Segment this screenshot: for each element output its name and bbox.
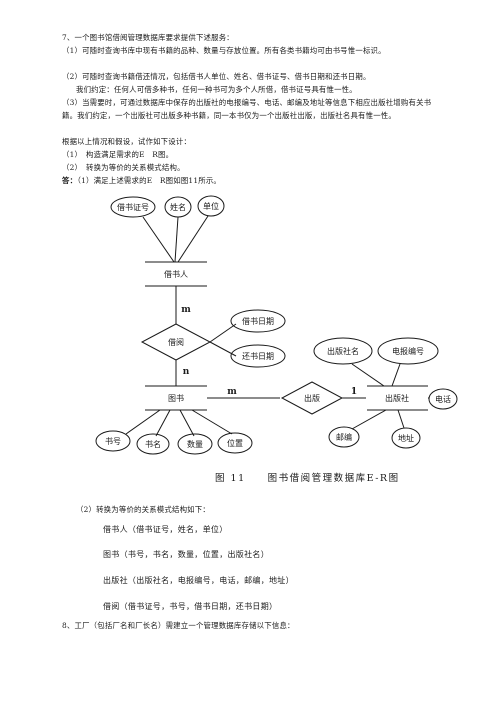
attr-quantity-ellipse [177, 433, 213, 455]
label-unit: 单位 [203, 201, 219, 211]
card-1: 1 [351, 387, 357, 397]
card-m2: m [227, 387, 237, 397]
problem7-item1: （1）可随时查询书库中现有书籍的品种、数量与存放位置。所有各类书籍均可由书号惟一… [62, 46, 386, 55]
label-name: 姓名 [170, 202, 186, 212]
attr-return-date-ellipse [230, 344, 286, 368]
problem7-task2: （2） 转换为等价的关系模式结构。 [62, 163, 185, 172]
problem7-item2b: 我们约定：任何人可借多种书，任何一种书可为多个人所借，借书证号具有惟一性。 [76, 85, 357, 94]
answer-label: 答： [62, 176, 78, 185]
problem7-item2a: （2）可随时查询书籍借还情况，包括借书人单位、姓名、借书证号、借书日期和还书日期… [62, 72, 371, 81]
label-borrow-date: 借书日期 [242, 316, 274, 326]
schema-book: 图书（书号，书名，数量，位置，出版社名） [103, 550, 269, 559]
label-location: 位置 [227, 438, 243, 448]
problem7-assume: 根据以上情况和假设，试作如下设计： [62, 137, 192, 146]
card-n: n [183, 367, 190, 377]
label-address: 地址 [398, 433, 414, 443]
card-m1: m [181, 305, 191, 315]
label-publisher-name: 出版社名 [327, 346, 359, 356]
attr-postcode-ellipse [328, 426, 360, 448]
attr-telegram-ellipse [377, 337, 439, 365]
label-postcode: 邮编 [336, 432, 352, 442]
label-card-number: 借书证号 [117, 202, 149, 212]
attr-phone-ellipse [428, 388, 458, 410]
label-publish: 出版 [304, 393, 320, 403]
label-book-id: 书号 [105, 436, 121, 446]
figure-caption: 图 11 图书借阅管理数据库E-R图 [215, 473, 400, 484]
schema-intro: （2）转换为等价的关系模式结构如下： [76, 505, 210, 514]
label-return-date: 还书日期 [242, 351, 274, 361]
label-telegram: 电报编号 [392, 346, 424, 356]
attr-unit-ellipse [197, 195, 225, 217]
problem7-task1: （1） 构造满足需求的E R图。 [62, 150, 174, 159]
label-borrow: 借阅 [168, 337, 184, 347]
attr-location-ellipse [217, 432, 253, 454]
schema-borrower: 借书人（借书证号，姓名，单位） [103, 525, 228, 534]
attr-publisher-name-ellipse [313, 337, 373, 365]
attr-card-number-ellipse [110, 196, 156, 218]
label-borrower: 借书人 [164, 269, 188, 279]
schema-borrow: 借阅（借书证号，书号，借书日期，还书日期） [103, 602, 278, 611]
label-book: 图书 [168, 393, 184, 403]
schema-publisher: 出版社（出版社名，电报编号，电话，邮编，地址） [103, 576, 294, 585]
publish-diamond [280, 381, 344, 415]
problem7-item3: （3）当需要时，可通过数据库中保存的出版社的电报编号、电话、邮编及地址等信息下相… [62, 98, 432, 120]
label-quantity: 数量 [187, 439, 203, 449]
attr-book-title-ellipse [136, 433, 170, 455]
attr-address-ellipse [391, 427, 421, 449]
attr-book-id-ellipse [95, 430, 131, 452]
problem7-title: 7、一个图书馆借阅管理数据库要求提供下述服务： [62, 33, 234, 42]
label-book-title: 书名 [145, 439, 161, 449]
answer-text: （1）满足上述需求的E R图如图11所示。 [77, 176, 222, 185]
problem8-title: 8、工厂（包括厂名和厂长名）需建立一个管理数据库存储以下信息： [62, 621, 295, 630]
problem7-answer: 答：（1）满足上述需求的E R图如图11所示。 [62, 175, 434, 188]
attr-borrow-date-ellipse [230, 309, 286, 333]
label-phone: 电话 [435, 394, 451, 404]
label-publisher: 出版社 [385, 393, 409, 403]
